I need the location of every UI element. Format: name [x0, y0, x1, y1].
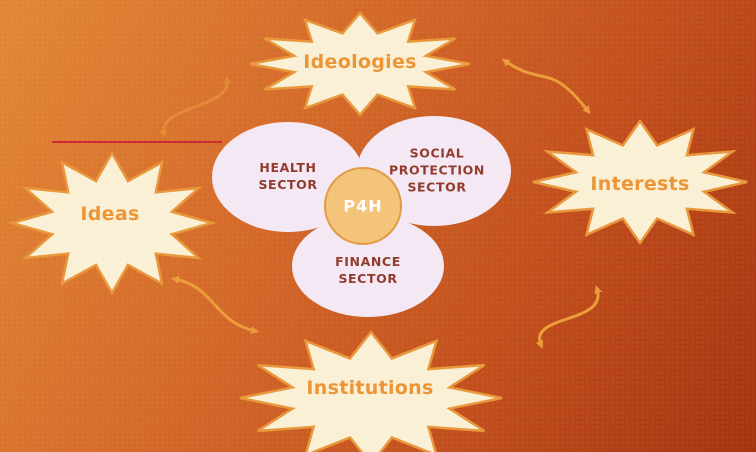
- sector-label-health-line1: HEALTH: [259, 160, 317, 175]
- arrow-ideologies-interests: [501, 58, 591, 115]
- sector-label-social-line2: PROTECTION: [389, 162, 485, 178]
- arrow-ideas-institutions: [171, 275, 259, 335]
- arrow-institutions-interests: [535, 285, 603, 349]
- hub-circle: [324, 167, 402, 245]
- sector-label-finance-line1: FINANCE: [335, 254, 401, 269]
- factor-label-interests: Interests: [590, 173, 690, 195]
- factor-label-institutions: Institutions: [306, 377, 434, 399]
- sector-label-social-protection: SOCIAL PROTECTION SECTOR: [389, 145, 485, 196]
- sector-label-social-line1: SOCIAL: [409, 145, 465, 161]
- hub-label: P4H: [343, 196, 383, 216]
- sector-label-finance: FINANCE SECTOR: [335, 253, 401, 287]
- sector-label-health-line2: SECTOR: [258, 177, 318, 192]
- sector-label-social-line3: SECTOR: [407, 179, 467, 195]
- factor-label-ideas: Ideas: [80, 203, 140, 225]
- sector-label-health: HEALTH SECTOR: [258, 159, 317, 193]
- factor-label-ideologies: Ideologies: [303, 51, 417, 73]
- ellipse-finance-sector: [292, 215, 444, 317]
- sector-label-finance-line2: SECTOR: [338, 271, 398, 286]
- arrow-ideas-ideologies: [159, 76, 232, 138]
